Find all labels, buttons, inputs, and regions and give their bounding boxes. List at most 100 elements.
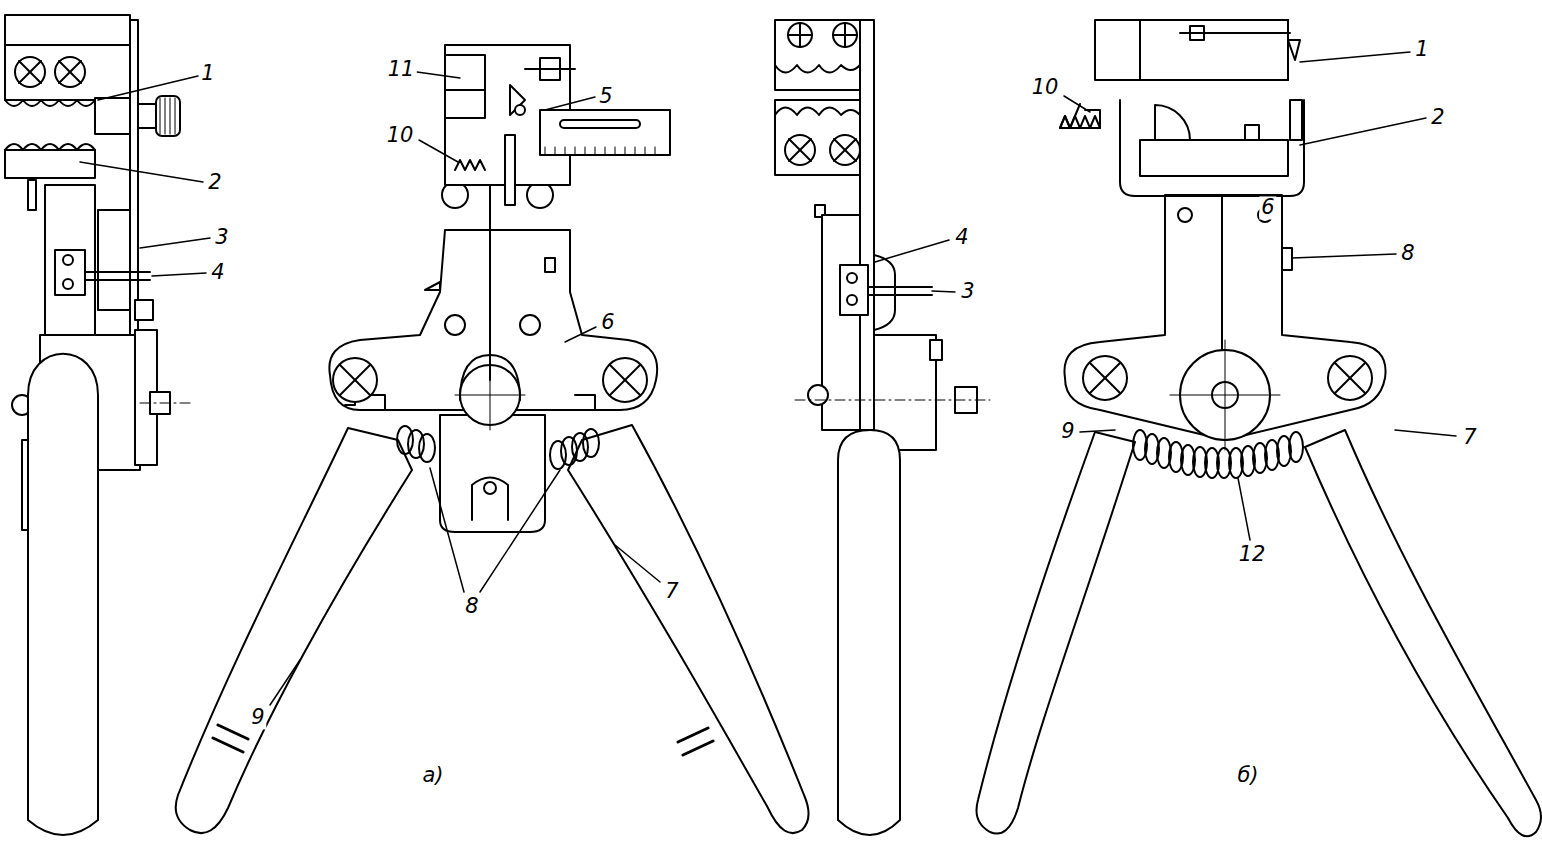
side-view-b-part [847, 273, 857, 283]
front-view-a-part [603, 358, 647, 402]
side-view-b-part [833, 23, 857, 47]
front-view-a-part [515, 105, 525, 115]
front-view-a-part [455, 160, 485, 170]
side-view-b-part [874, 255, 895, 330]
callout-number: 9 [249, 706, 266, 729]
side-view-a-part [59, 61, 81, 83]
front-view-a-part [560, 120, 640, 128]
side-view-b-part [775, 108, 860, 116]
leader-lines [80, 52, 1456, 705]
front-view-a-part [340, 365, 370, 395]
front-view-a-part [213, 725, 713, 755]
front-view-b-part [977, 432, 1136, 834]
front-view-b-part [1221, 195, 1223, 350]
callout-number: 10 [385, 124, 416, 147]
leader-lines-part [615, 545, 660, 582]
side-view-a-part [55, 57, 85, 87]
callout-number: 8 [1399, 242, 1416, 265]
side-view-b-part [808, 385, 828, 405]
front-view-b-part [1140, 20, 1288, 80]
side-view-a-part [95, 98, 130, 134]
side-view-a-part [138, 104, 156, 128]
side-view-a-part [140, 403, 190, 404]
leader-lines-part [1064, 96, 1090, 112]
leader-lines-part [1080, 430, 1115, 432]
callout-number: 2 [1429, 106, 1446, 129]
front-view-a-part [525, 68, 575, 70]
front-view-a-part [545, 258, 555, 272]
side-view-a-part [5, 100, 95, 106]
front-view-b-part [1140, 140, 1288, 176]
view-label: а) [420, 764, 445, 787]
front-view-a-part [445, 55, 485, 90]
callout-number: 7 [1461, 426, 1478, 449]
front-view-a-part [540, 110, 670, 155]
side-view-a-part [19, 61, 41, 83]
front-view-b-part [1245, 125, 1259, 140]
front-view-b-part [1305, 430, 1541, 836]
side-view-a-part [130, 20, 138, 340]
front-view-a-part-part [419, 434, 435, 462]
leader-lines-part [417, 72, 460, 78]
front-view-b-part [1335, 363, 1365, 393]
side-view-b-part [834, 139, 856, 161]
side-view-a-part [85, 271, 150, 273]
front-view-b [977, 20, 1542, 836]
front-view-a-part [520, 315, 540, 335]
side-view-b-part [847, 295, 857, 305]
front-view-a-part [340, 365, 370, 395]
front-view-b-part [1178, 208, 1192, 222]
front-view-b-part [1060, 116, 1100, 128]
front-view-a-part-part [561, 437, 577, 465]
front-view-b-part [1060, 104, 1100, 128]
side-view-b-part [785, 135, 815, 165]
side-view-a-part [160, 98, 175, 134]
side-view-a-part [28, 180, 36, 210]
front-view-b-part [1288, 40, 1300, 60]
front-view-a-part [176, 428, 412, 833]
front-view-a-part [397, 426, 599, 469]
side-view-b-part [789, 139, 811, 161]
side-view-a-part [5, 150, 95, 178]
side-view-b-part [930, 340, 942, 360]
front-view-a-part [568, 425, 809, 833]
front-view-b-part [1282, 248, 1292, 270]
front-view-a-part [445, 90, 485, 118]
side-view-b-part [788, 23, 812, 47]
front-view-a-part [472, 478, 508, 521]
side-view-b-part [838, 430, 900, 835]
side-view-a-part [28, 354, 98, 835]
front-view-b-part [1155, 105, 1190, 140]
front-view-a-part [575, 395, 595, 410]
leader-lines-part [270, 660, 300, 705]
side-view-a [5, 15, 190, 835]
callout-number: 1 [199, 62, 216, 85]
side-view-a-part [63, 255, 73, 265]
side-view-a-part [45, 185, 95, 335]
front-view-b-part [1287, 20, 1289, 80]
front-view-a-part [610, 365, 640, 395]
leader-lines-part [565, 327, 596, 342]
leader-lines-part [1300, 118, 1426, 145]
callout-number: 9 [1059, 420, 1076, 443]
callout-number: 4 [953, 226, 970, 249]
side-view-b-part [775, 65, 860, 73]
front-view-b-part [1290, 100, 1302, 140]
leader-lines-part [152, 273, 206, 276]
view-label: б) [1235, 764, 1260, 787]
leader-lines-part [932, 291, 955, 292]
callout-number: 6 [599, 311, 616, 334]
leader-lines-part [875, 240, 949, 262]
front-view-a-part [545, 147, 655, 155]
side-view-b-part [830, 135, 860, 165]
front-view-b-part [1225, 340, 1226, 450]
front-view-a-part [425, 282, 440, 290]
side-view-a-part [55, 250, 85, 295]
callout-number: 3 [959, 280, 976, 303]
side-view-a-part [5, 45, 130, 100]
side-view-b-part [775, 100, 860, 175]
side-view-b-part [799, 23, 801, 47]
side-view-a-part [85, 279, 150, 281]
side-view-a-part [19, 61, 41, 83]
